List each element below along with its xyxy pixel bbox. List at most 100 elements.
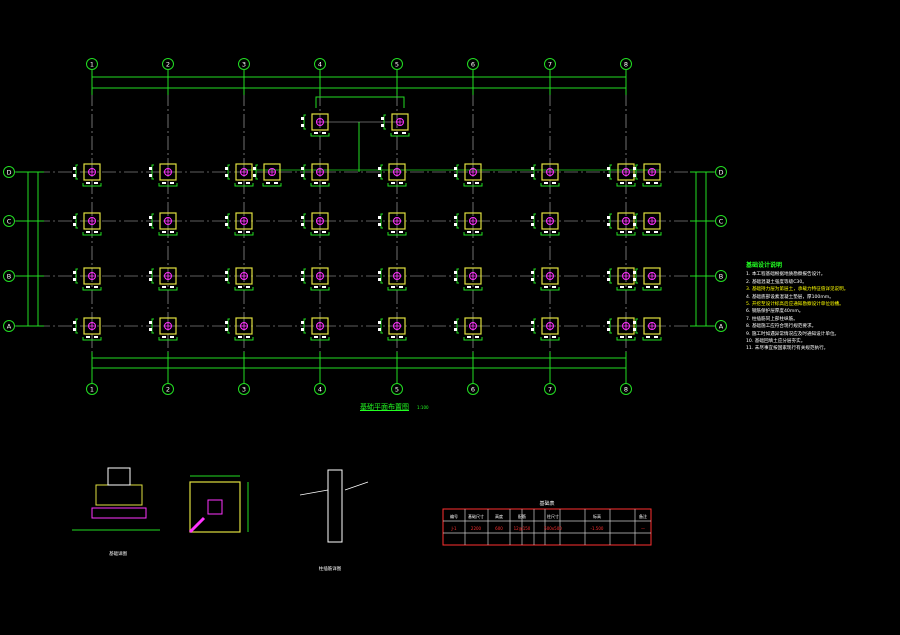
footing bbox=[643, 317, 661, 335]
footing bbox=[643, 212, 661, 230]
dim-text bbox=[607, 321, 610, 324]
dim-text bbox=[467, 231, 471, 233]
dim-text bbox=[73, 271, 76, 274]
axis-bubble bbox=[715, 320, 727, 332]
footing-dimension bbox=[616, 287, 636, 291]
dim-text bbox=[633, 271, 636, 274]
footing-dimension bbox=[158, 232, 178, 236]
dim-text bbox=[314, 336, 318, 338]
table-header: 标高 bbox=[593, 513, 601, 519]
dim-text bbox=[454, 271, 457, 274]
column-mark bbox=[394, 218, 400, 224]
column bbox=[546, 272, 554, 280]
footing-dimension bbox=[616, 183, 636, 187]
table-cell: 12@150 bbox=[514, 526, 531, 531]
dim-text bbox=[225, 328, 228, 331]
footing bbox=[388, 212, 406, 230]
footing-dimension bbox=[158, 183, 178, 187]
axis-label: B bbox=[7, 272, 11, 280]
dim-text bbox=[531, 223, 534, 226]
column bbox=[164, 322, 172, 330]
footing-dimension bbox=[303, 318, 306, 334]
column bbox=[88, 217, 96, 225]
footing-dimension bbox=[310, 133, 330, 137]
footing-dimension bbox=[463, 232, 483, 236]
dim-text bbox=[454, 321, 457, 324]
column bbox=[393, 272, 401, 280]
dim-text bbox=[454, 328, 457, 331]
footing bbox=[83, 212, 101, 230]
dim-text bbox=[301, 223, 304, 226]
dim-text bbox=[322, 182, 326, 184]
footing bbox=[235, 267, 253, 285]
footing-dimension bbox=[151, 164, 154, 180]
column bbox=[88, 168, 96, 176]
axis-label: 6 bbox=[471, 60, 475, 68]
plan-scale: 1:100 bbox=[417, 405, 429, 410]
footing-dimension bbox=[383, 114, 386, 130]
dim-text bbox=[314, 182, 318, 184]
dim-text bbox=[399, 231, 403, 233]
footing-dimension bbox=[310, 232, 330, 236]
dim-text bbox=[301, 167, 304, 170]
footing-dimension bbox=[616, 337, 636, 341]
footing bbox=[311, 113, 329, 131]
column bbox=[316, 217, 324, 225]
dim-text bbox=[322, 132, 326, 134]
column-mark bbox=[89, 273, 95, 279]
footing-dimension bbox=[75, 164, 78, 180]
footing-dimension bbox=[533, 164, 536, 180]
column bbox=[546, 168, 554, 176]
dim-text bbox=[628, 336, 632, 338]
column-mark bbox=[165, 169, 171, 175]
column bbox=[393, 322, 401, 330]
note-item: 3. 基础持力层为第层土，承载力特征值详见说明。 bbox=[746, 287, 849, 293]
table-header: 备注 bbox=[639, 513, 647, 519]
footing bbox=[311, 212, 329, 230]
footing-dimension bbox=[310, 183, 330, 187]
table-header: 高度 bbox=[495, 513, 503, 519]
dim-text bbox=[73, 223, 76, 226]
dim-text bbox=[654, 182, 658, 184]
axis-label: 1 bbox=[90, 60, 94, 68]
dim-text bbox=[391, 336, 395, 338]
axis-bubble bbox=[620, 383, 632, 395]
table-cell: — bbox=[641, 526, 645, 531]
dim-text bbox=[162, 231, 166, 233]
dim-text bbox=[552, 231, 556, 233]
dim-text bbox=[654, 286, 658, 288]
table-header: 柱尺寸 bbox=[547, 513, 559, 519]
dim-text bbox=[378, 278, 381, 281]
dim-text bbox=[378, 328, 381, 331]
dim-text bbox=[552, 336, 556, 338]
note-item: 10. 基础回填土应分层夯实。 bbox=[746, 339, 806, 345]
notes-heading: 基础设计说明 bbox=[746, 262, 783, 269]
column-mark bbox=[547, 323, 553, 329]
axis-label: 4 bbox=[318, 60, 322, 68]
dim-text bbox=[633, 321, 636, 324]
dim-text bbox=[225, 223, 228, 226]
dim-text bbox=[246, 182, 250, 184]
dim-text bbox=[394, 132, 398, 134]
dim-text bbox=[646, 286, 650, 288]
axis-bubble bbox=[3, 215, 15, 227]
column bbox=[469, 272, 477, 280]
dim-text bbox=[391, 286, 395, 288]
dim-text bbox=[246, 231, 250, 233]
column-mark bbox=[470, 169, 476, 175]
dim-text bbox=[633, 216, 636, 219]
column-mark bbox=[394, 169, 400, 175]
table-cell: -1.500 bbox=[591, 526, 604, 531]
footing-dimension bbox=[75, 268, 78, 284]
dim-text bbox=[238, 182, 242, 184]
dim-text bbox=[301, 124, 304, 127]
footing-dimension bbox=[303, 164, 306, 180]
detail-pad bbox=[91, 507, 147, 519]
footing-dimension bbox=[75, 213, 78, 229]
column-mark bbox=[397, 119, 403, 125]
dim-text bbox=[73, 278, 76, 281]
dim-text bbox=[628, 182, 632, 184]
table-cell: 2200 bbox=[471, 526, 482, 531]
footing-dimension bbox=[151, 318, 154, 334]
dim-text bbox=[620, 336, 624, 338]
